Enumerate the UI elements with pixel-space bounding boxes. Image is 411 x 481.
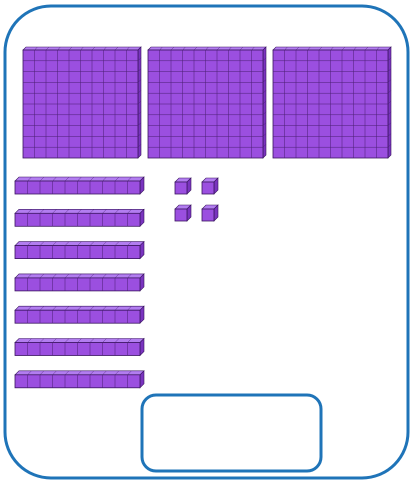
ones-cube: [175, 205, 191, 221]
ones-cube: [202, 205, 218, 221]
answer-box[interactable]: [142, 395, 321, 471]
tens-rod: [15, 274, 144, 291]
tens-rod: [15, 371, 144, 388]
ones-cube: [175, 178, 191, 194]
tens-rod: [15, 339, 144, 356]
tens-rod: [15, 306, 144, 323]
hundreds-flat: [23, 47, 141, 158]
tens-rod: [15, 242, 144, 259]
hundreds-flat: [273, 47, 391, 158]
hundreds-flat: [148, 47, 266, 158]
tens-rod: [15, 177, 144, 194]
hundreds-flats-group: [23, 47, 391, 158]
ones-cube: [202, 178, 218, 194]
tens-rod: [15, 209, 144, 226]
